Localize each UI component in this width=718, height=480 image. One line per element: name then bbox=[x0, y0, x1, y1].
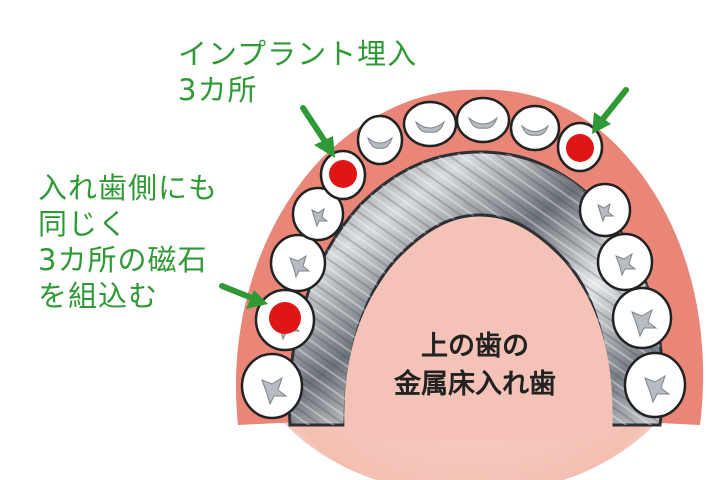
center-label-line-1: 上の歯の bbox=[421, 331, 529, 362]
lower-annotation-line-2: 同じく bbox=[38, 207, 129, 241]
arrow-implant-left bbox=[300, 105, 329, 146]
tooth bbox=[509, 104, 561, 152]
magnet-marker bbox=[329, 160, 357, 188]
lower-annotation-line-4: を組込む bbox=[38, 279, 159, 313]
lower-annotation-line-1: 入れ歯側にも bbox=[38, 171, 219, 205]
arrows bbox=[219, 87, 629, 309]
metal-frame-texture bbox=[289, 152, 663, 425]
center-label-line-2: 金属床入れ歯 bbox=[394, 369, 556, 400]
lower-denture-annotation: 入れ歯側にも 同じく 3カ所の磁石 を組込む bbox=[38, 170, 218, 314]
arrow-lower bbox=[219, 283, 255, 301]
arrow-head bbox=[246, 290, 268, 309]
magnets bbox=[269, 134, 594, 334]
tooth bbox=[455, 96, 511, 144]
magnet-marker bbox=[269, 302, 301, 334]
magnet-marker bbox=[566, 134, 594, 162]
arrow-head bbox=[592, 112, 611, 134]
implant-annotation-line-1: インプラント埋入 bbox=[178, 37, 418, 71]
implant-annotation: インプラント埋入 3カ所 bbox=[178, 36, 417, 108]
arrow-head bbox=[314, 136, 335, 158]
implant-annotation-line-2: 3カ所 bbox=[178, 73, 258, 107]
tooth bbox=[356, 114, 404, 166]
inner-palate bbox=[344, 218, 613, 440]
center-label: 上の歯の 金属床入れ歯 bbox=[370, 328, 580, 404]
lower-annotation-line-3: 3カ所の磁石 bbox=[38, 243, 208, 277]
tooth bbox=[402, 100, 458, 148]
arrow-implant-right bbox=[599, 87, 629, 123]
